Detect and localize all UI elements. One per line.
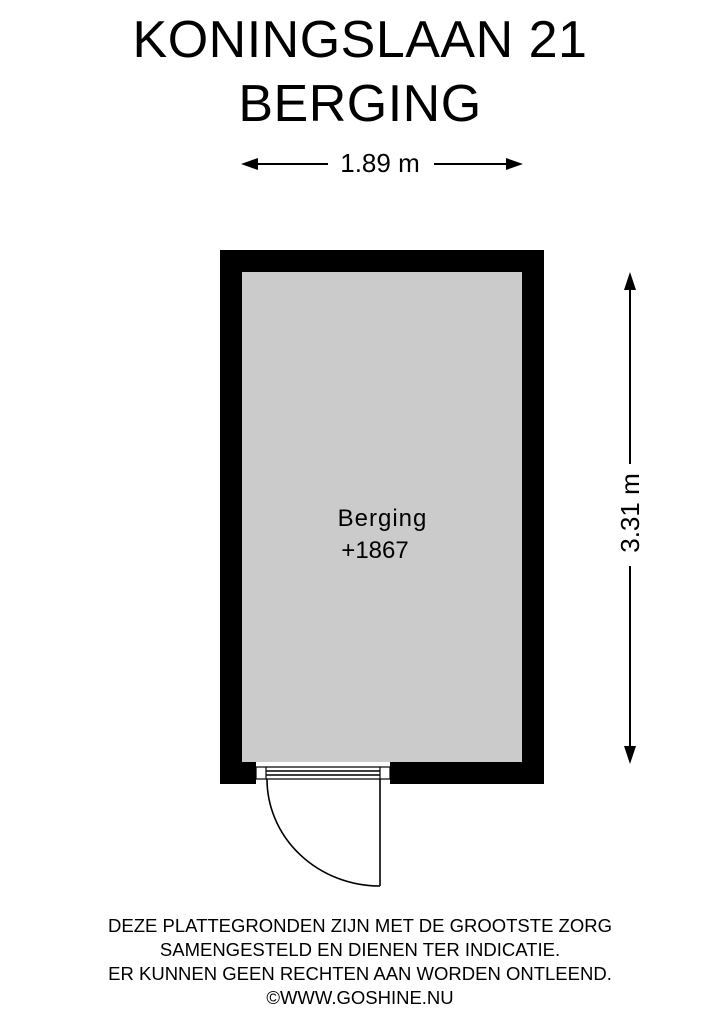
disclaimer-footer: DEZE PLATTEGRONDEN ZIJN MET DE GROOTSTE … [0, 914, 720, 1010]
height-dimension-label: 3.31 m [615, 473, 645, 553]
width-dimension-label: 1.89 m [340, 148, 420, 178]
disclaimer-line-2: SAMENGESTELD EN DIENEN TER INDICATIE. [159, 939, 561, 960]
door-frame [255, 766, 391, 780]
disclaimer-line-3: ER KUNNEN GEEN RECHTEN AAN WORDEN ONTLEE… [108, 963, 612, 984]
door-swing [266, 778, 381, 887]
arrow-down-icon [624, 746, 636, 764]
arrow-up-icon [624, 272, 636, 290]
arrow-left-icon [241, 158, 258, 170]
floorplan-title-room: BERGING [238, 75, 482, 133]
width-dimension-line [241, 158, 523, 170]
walls [220, 250, 544, 786]
room-floor [242, 272, 522, 762]
height-dimension-line [624, 272, 636, 764]
arrow-right-icon [506, 158, 523, 170]
room-label-code: +1867 [341, 537, 409, 564]
room-label-name: Berging [337, 505, 428, 532]
copyright-line: ©WWW.GOSHINE.NU [266, 987, 454, 1008]
disclaimer-line-1: DEZE PLATTEGRONDEN ZIJN MET DE GROOTSTE … [108, 915, 612, 936]
floorplan-title-address: KONINGSLAAN 21 [132, 11, 588, 69]
